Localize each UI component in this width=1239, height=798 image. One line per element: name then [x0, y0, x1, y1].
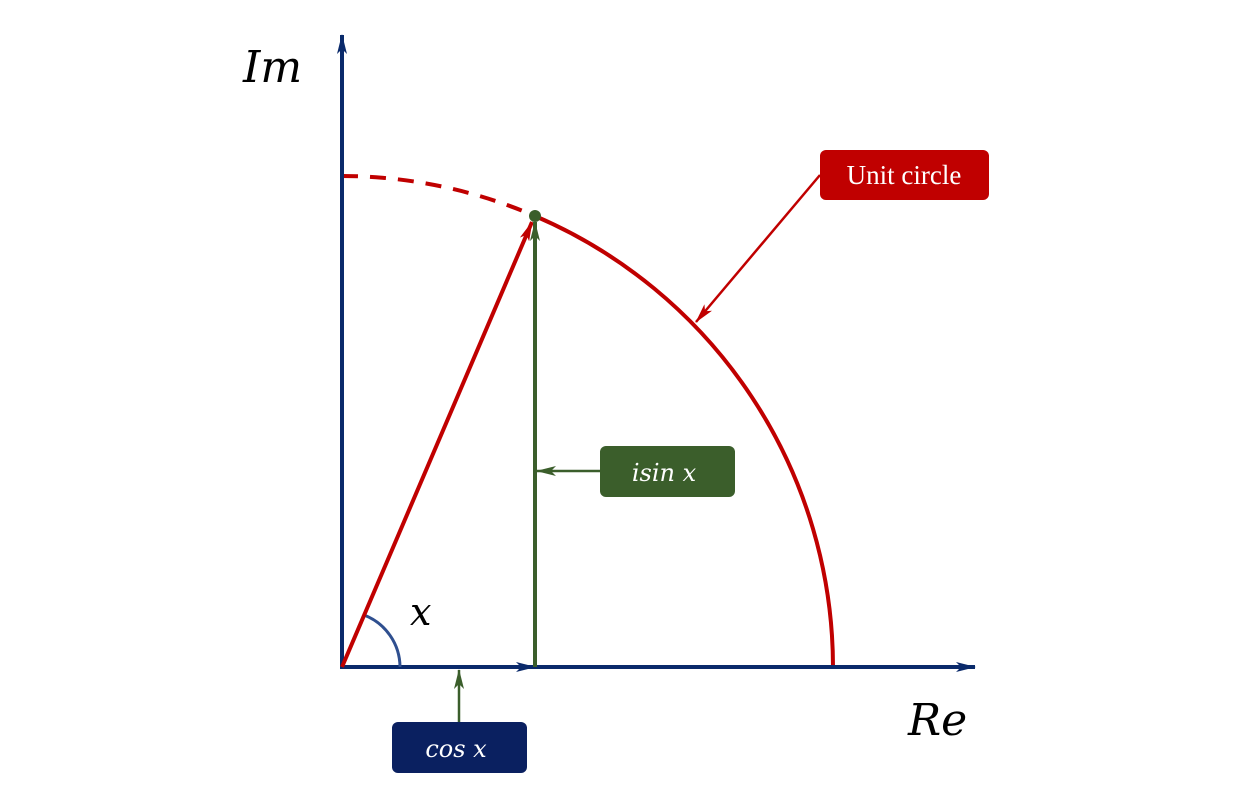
- radius-vector: [340, 221, 534, 668]
- sine-callout-box: [600, 446, 735, 497]
- unit-circle-pointer: [695, 174, 821, 323]
- unit-circle-callout-box: [820, 150, 989, 200]
- unit-circle-callout-text: Unit circle: [847, 160, 962, 190]
- angle-arc: [363, 613, 402, 668]
- cos-callout-box: [392, 722, 527, 773]
- imaginary-axis-label: Im: [242, 42, 302, 93]
- cos-callout-text: cos x: [425, 735, 487, 763]
- circle-point: [529, 210, 541, 222]
- angle-label: x: [410, 590, 431, 634]
- real-axis-label: Re: [907, 695, 967, 746]
- unit-circle-dashed-arc: [341, 174, 536, 218]
- unit-circle-arc: [534, 214, 835, 668]
- sine-callout-text: isin x: [632, 459, 697, 487]
